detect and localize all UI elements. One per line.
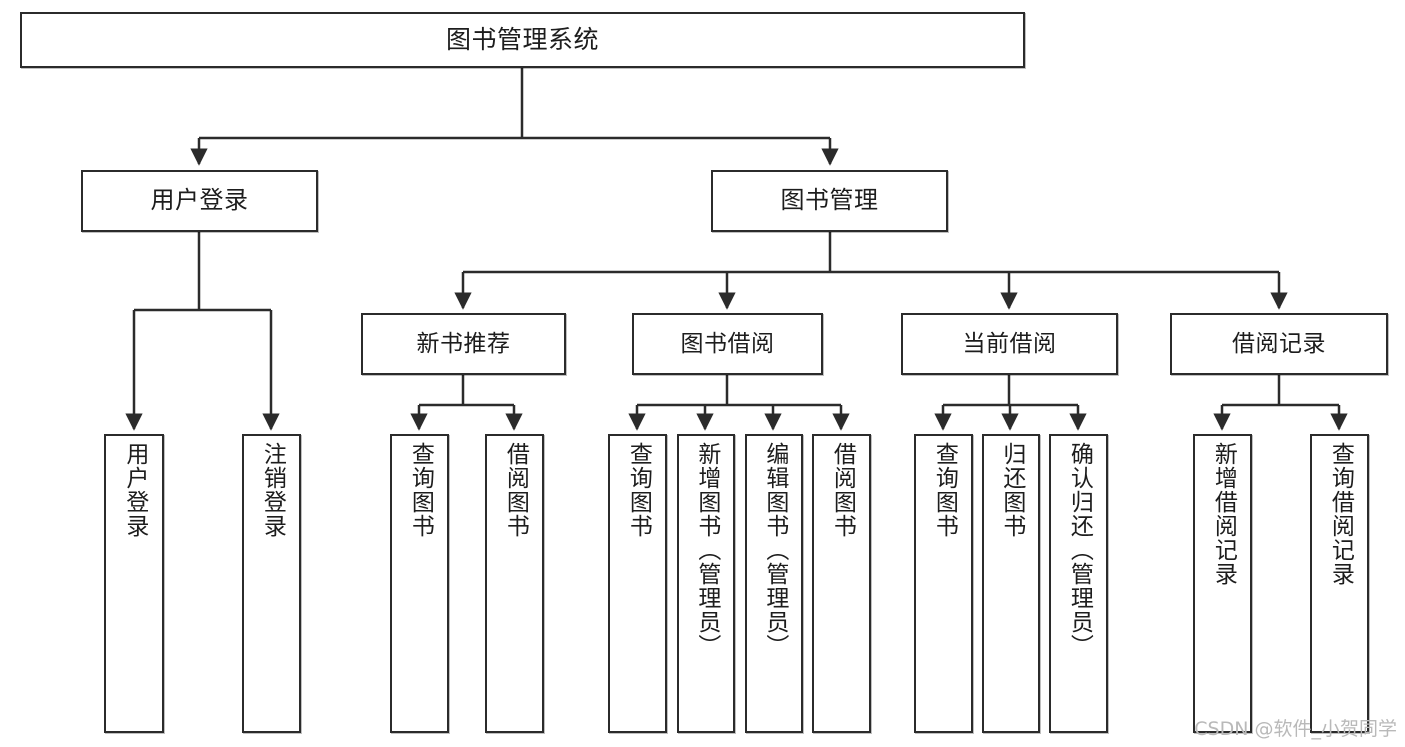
leaf-query-book-new-recommend[interactable]: 查询图书 [390,434,449,733]
node-label: 借阅图书 [829,442,856,538]
node-label: 新书推荐 [416,330,511,357]
node-label: 确认归还（管理员） [1066,442,1093,658]
node-label: 编辑图书（管理员） [761,442,788,658]
csdn-watermark: CSDN @软件_小贺同学 [1194,718,1397,740]
leaf-query-book-current[interactable]: 查询图书 [914,434,973,733]
node-new-book-recommend[interactable]: 新书推荐 [361,313,566,375]
leaf-query-borrow-record[interactable]: 查询借阅记录 [1310,434,1369,733]
leaf-return-book[interactable]: 归还图书 [982,434,1040,733]
node-label: 用户登录 [150,186,249,215]
leaf-borrow-book[interactable]: 借阅图书 [812,434,871,733]
leaf-add-book-admin[interactable]: 新增图书（管理员） [677,434,735,733]
leaf-logout-login[interactable]: 注销登录 [242,434,301,733]
node-label: 借阅图书 [502,442,529,538]
node-label: 图书管理系统 [445,24,599,54]
leaf-user-login[interactable]: 用户登录 [104,434,164,733]
node-label: 用户登录 [121,442,148,538]
node-label: 新增图书（管理员） [693,442,720,658]
leaf-borrow-book-new-recommend[interactable]: 借阅图书 [485,434,544,733]
node-current-borrow[interactable]: 当前借阅 [901,313,1118,375]
leaf-add-borrow-record[interactable]: 新增借阅记录 [1193,434,1252,733]
node-label: 查询图书 [407,442,434,538]
node-label: 借阅记录 [1232,330,1326,357]
node-label: 查询借阅记录 [1327,442,1354,586]
leaf-edit-book-admin[interactable]: 编辑图书（管理员） [745,434,803,733]
node-label: 归还图书 [998,442,1025,538]
node-label: 查询图书 [931,442,958,538]
node-label: 新增借阅记录 [1210,442,1237,586]
node-book-borrow[interactable]: 图书借阅 [632,313,823,375]
node-root-system[interactable]: 图书管理系统 [20,12,1025,68]
node-label: 查询图书 [625,442,652,538]
node-user-login[interactable]: 用户登录 [81,170,318,232]
leaf-query-book-borrow[interactable]: 查询图书 [608,434,667,733]
node-label: 注销登录 [259,442,286,538]
node-label: 图书借阅 [680,330,775,357]
node-label: 图书管理 [780,186,879,215]
node-book-management[interactable]: 图书管理 [711,170,948,232]
node-borrow-record[interactable]: 借阅记录 [1170,313,1388,375]
node-label: 当前借阅 [962,330,1057,357]
leaf-confirm-return-admin[interactable]: 确认归还（管理员） [1049,434,1108,733]
